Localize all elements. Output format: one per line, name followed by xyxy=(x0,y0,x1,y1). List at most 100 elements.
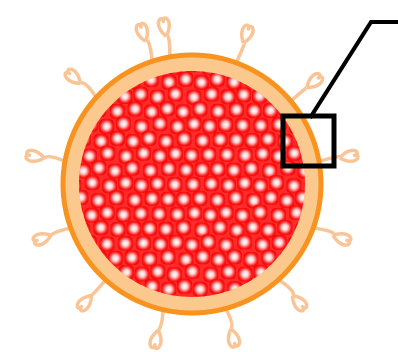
nanoparticle xyxy=(229,102,244,117)
nanoparticle xyxy=(269,175,284,190)
nanoparticle xyxy=(158,222,173,237)
nanoparticle xyxy=(253,205,268,220)
nanoparticle xyxy=(195,162,210,177)
nanoparticle xyxy=(168,146,183,161)
nanoparticle xyxy=(118,175,133,190)
nanoparticle xyxy=(244,161,259,176)
nanoparticle xyxy=(125,161,140,176)
surface-ligand xyxy=(278,279,307,311)
nanoparticle xyxy=(142,131,157,146)
nanoparticle xyxy=(136,146,151,161)
nanoparticle xyxy=(204,176,219,191)
nanoparticle xyxy=(108,164,123,179)
nanoparticle xyxy=(111,222,126,237)
surface-ligand xyxy=(33,228,71,245)
nanoparticle xyxy=(92,160,107,175)
nanoparticle xyxy=(127,193,142,208)
nanoparticle xyxy=(261,132,276,147)
surface-ligand xyxy=(318,150,358,161)
nanoparticle xyxy=(253,118,268,133)
nanoparticle xyxy=(142,221,157,236)
nanoparticle xyxy=(161,250,176,265)
nanoparticle xyxy=(109,190,124,205)
nanoparticle xyxy=(85,175,100,190)
surface-ligand xyxy=(158,18,169,58)
nanoparticle xyxy=(177,279,192,294)
nanoparticle xyxy=(134,178,149,193)
nanoparticle xyxy=(229,132,244,147)
nanoparticle xyxy=(192,191,207,206)
nanoparticle xyxy=(167,177,182,192)
nanoparticle xyxy=(185,264,200,279)
nanoparticle xyxy=(99,119,114,134)
leader-line xyxy=(310,22,398,118)
nanoparticle xyxy=(124,250,139,265)
nanoparticle xyxy=(264,190,279,205)
nanoparticle xyxy=(116,207,131,222)
nanoparticle xyxy=(145,191,160,206)
nanoparticle xyxy=(176,192,191,207)
nanoparticle xyxy=(261,223,276,238)
nanoparticle xyxy=(201,147,216,162)
nanoparticle xyxy=(193,102,208,117)
nanoparticle xyxy=(272,235,287,250)
nanoparticle xyxy=(176,104,191,119)
nanoparticle xyxy=(218,117,233,132)
nanoparticle xyxy=(93,220,108,235)
surface-ligand xyxy=(136,23,152,62)
surface-ligand xyxy=(77,279,106,311)
nanoparticle xyxy=(277,220,292,235)
nanoparticle xyxy=(211,104,226,119)
nanoparticle xyxy=(184,148,199,163)
nanoparticle xyxy=(128,102,143,117)
nanoparticle xyxy=(213,132,228,147)
nanoparticle xyxy=(133,87,148,102)
nanoparticle xyxy=(236,87,251,102)
nanoparticle xyxy=(179,163,194,178)
nanoparticle xyxy=(133,206,148,221)
nanoparticle xyxy=(210,279,225,294)
nanoparticle xyxy=(168,87,183,102)
nanoparticle xyxy=(193,282,208,297)
nanoparticle xyxy=(161,161,176,176)
nanoparticle xyxy=(195,249,210,264)
nanoparticle xyxy=(161,192,176,207)
nanoparticle xyxy=(195,133,210,148)
nanoparticle xyxy=(186,177,201,192)
nanoparticle xyxy=(227,249,242,264)
surface-ligand xyxy=(150,309,163,349)
nanoparticle xyxy=(221,264,236,279)
nanoparticle xyxy=(100,205,115,220)
nanoparticle xyxy=(150,264,165,279)
nanoparticle xyxy=(135,267,150,282)
nanoparticle xyxy=(116,116,131,131)
nanoparticle xyxy=(237,235,252,250)
nanoparticle xyxy=(219,205,234,220)
nanoparticle xyxy=(110,131,125,146)
surface-ligand xyxy=(26,150,66,161)
nanoparticle xyxy=(238,148,253,163)
nanoparticle xyxy=(228,190,243,205)
surface-ligand xyxy=(290,74,322,102)
nanoparticle xyxy=(219,147,234,162)
nanoparticle xyxy=(255,146,270,161)
nanoparticle xyxy=(244,133,259,148)
nanoparticle xyxy=(221,89,236,104)
nanoparticle xyxy=(184,237,199,252)
nanoparticle xyxy=(202,119,217,134)
nanoparticle xyxy=(247,103,262,118)
nanoparticle xyxy=(237,176,252,191)
nanoparticle xyxy=(152,206,167,221)
nanoparticle xyxy=(118,236,133,251)
nanoparticle xyxy=(238,267,253,282)
nanoparticle xyxy=(169,235,184,250)
surface-ligand xyxy=(312,228,350,245)
nanoparticle xyxy=(127,221,142,236)
nanoparticle xyxy=(245,220,260,235)
nanoparticle xyxy=(100,237,115,252)
nanoparticle xyxy=(177,131,192,146)
nanoparticle xyxy=(210,162,225,177)
nanoparticle xyxy=(243,252,258,267)
surface-ligand xyxy=(225,308,239,347)
